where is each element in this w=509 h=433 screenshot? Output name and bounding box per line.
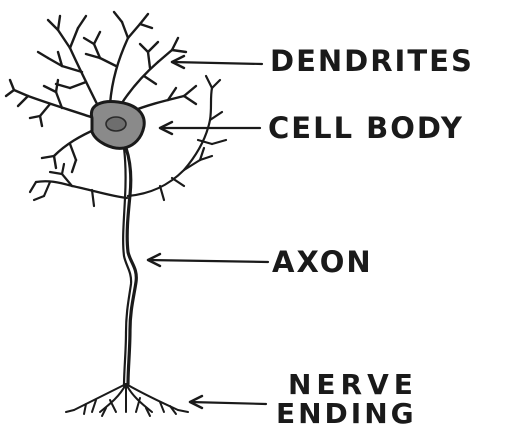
label-dendrites: DENDRITES [270,47,474,76]
axon [123,148,136,386]
dendrites [6,12,196,172]
label-axon: AXON [272,248,373,277]
arrow-nerve-ending [190,402,266,404]
arrow-axon [148,260,268,262]
label-nerve-ending-line2: ENDING [276,400,417,428]
label-cell-body: CELL BODY [268,114,464,143]
nerve-ending [66,384,188,416]
label-arrows [148,56,268,408]
arrow-dendrites [172,62,262,64]
label-nerve-ending-line1: NERVE [288,371,418,399]
cell-body [91,102,144,149]
